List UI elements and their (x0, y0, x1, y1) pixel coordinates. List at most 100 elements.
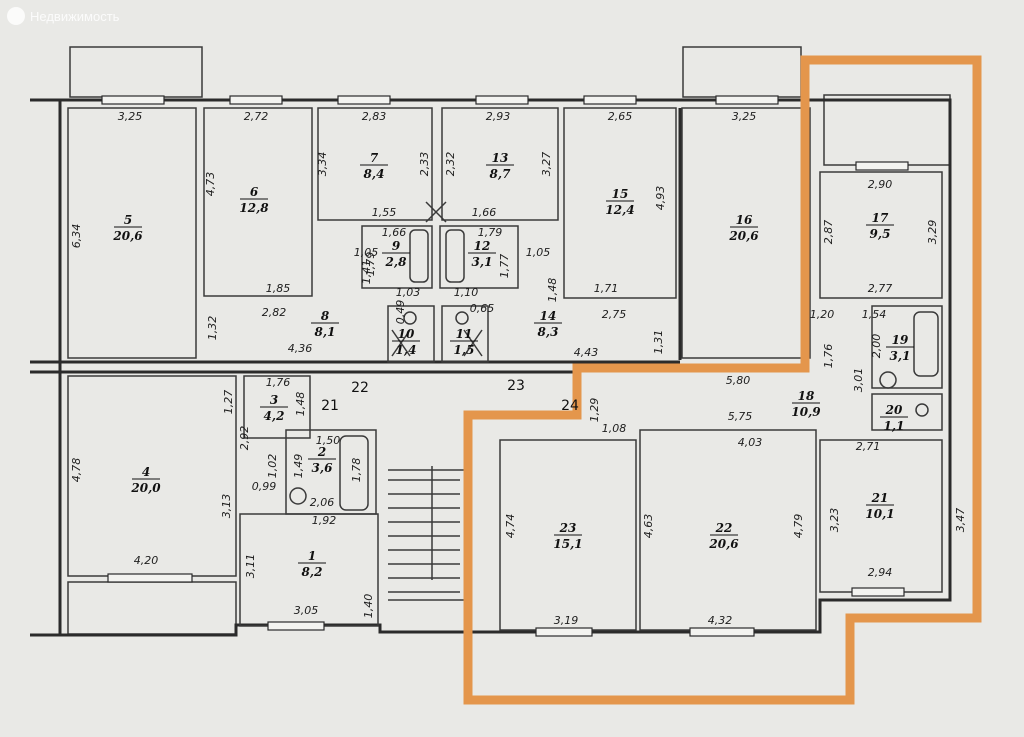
dimension-label: 1,76 (822, 344, 835, 369)
room-number: 19 (892, 333, 909, 347)
bathtub-icon (409, 229, 429, 283)
room-area: 10,1 (865, 507, 894, 521)
room-number: 4 (142, 465, 150, 479)
dimension-label: 2,87 (822, 220, 835, 245)
dimension-label: 1,32 (206, 316, 219, 341)
dimension-label: 3,25 (732, 110, 757, 123)
room-outline-6 (203, 107, 313, 297)
room-area: 1,4 (396, 343, 417, 357)
dimension-label: 2,83 (362, 110, 387, 123)
room-number: 16 (736, 213, 753, 227)
dimension-label: 4,36 (288, 342, 313, 355)
dimension-label: 2,82 (262, 306, 287, 319)
room-number: 5 (124, 213, 132, 227)
dimension-label: 1,78 (350, 458, 363, 483)
dimension-label: 2,93 (486, 110, 511, 123)
room-number: 7 (370, 151, 379, 165)
room-area: 20,6 (112, 229, 143, 243)
dimension-label: 2,94 (868, 566, 893, 579)
shaft-icon (391, 201, 483, 357)
dimension-label: 4,93 (654, 186, 667, 211)
dimension-label: 1,66 (472, 206, 497, 219)
dimension-label: 3,29 (926, 220, 939, 245)
dimension-label: 5,75 (728, 410, 753, 423)
toilet-icon (403, 311, 417, 325)
bathtub-icon (445, 229, 465, 283)
dimension-label: 1,49 (292, 454, 305, 479)
dimension-label: 1,92 (312, 514, 337, 527)
stairs (388, 466, 471, 601)
balcony-top-right (682, 46, 802, 98)
room-area: 12,4 (605, 203, 634, 217)
sink-icon (879, 371, 897, 389)
watermark-logo-icon (7, 7, 25, 25)
room-number: 8 (321, 309, 330, 323)
dimension-label: 1,05 (526, 246, 551, 259)
dimension-label: 2,92 (238, 426, 251, 451)
dimension-label: 1,31 (652, 330, 665, 355)
sink-icon (289, 487, 307, 505)
room-number: 1 (308, 549, 316, 563)
dimension-label: 0,49 (394, 300, 407, 325)
corridor-wall (30, 108, 682, 374)
toilet-icon (915, 403, 929, 417)
dimension-label: 1,50 (316, 434, 341, 447)
room-number: 10 (398, 327, 415, 341)
dimension-label: 1,03 (396, 286, 421, 299)
dimension-label: 1,54 (862, 308, 887, 321)
dimension-label: 2,77 (868, 282, 893, 295)
window (337, 95, 391, 105)
dimension-label: 4,32 (708, 614, 733, 627)
corridor-number: 23 (507, 378, 525, 394)
room-number: 9 (392, 239, 401, 253)
room-area: 3,6 (312, 461, 334, 475)
room-outline-7 (317, 107, 433, 221)
room-area: 9,5 (870, 227, 891, 241)
room-outline-9 (361, 225, 433, 289)
dimension-label: 1,85 (266, 282, 291, 295)
room-labels: 520,6612,878,4138,71512,41620,6179,592,8… (112, 151, 914, 579)
window (475, 95, 529, 105)
room-area: 3,1 (472, 255, 493, 269)
apartment-highlight-outline (463, 55, 982, 705)
room-number: 22 (715, 521, 733, 535)
room-outline-16 (681, 107, 811, 359)
window (855, 161, 909, 171)
bathtub-icon (913, 311, 939, 377)
room-outline-19 (871, 305, 943, 389)
dimension-label: 4,73 (204, 172, 217, 197)
room-outline-17 (819, 171, 943, 299)
dimension-label: 4,74 (504, 514, 517, 539)
corridor-number: 22 (351, 380, 369, 396)
dimension-label: 0,99 (252, 480, 277, 493)
balcony-bottom-left (67, 581, 237, 635)
dimension-label: 2,65 (608, 110, 633, 123)
room-area: 4,2 (264, 409, 285, 423)
room-number: 17 (872, 211, 889, 225)
room-area: 8,1 (315, 325, 336, 339)
dimension-label: 3,27 (540, 152, 553, 177)
room-number: 2 (317, 445, 326, 459)
room-number: 6 (250, 185, 259, 199)
room-area: 20,6 (728, 229, 759, 243)
dimension-label: 2,32 (444, 152, 457, 177)
dimension-label: 3,34 (316, 152, 329, 177)
room-outline-15 (563, 107, 677, 299)
dimension-label: 3,05 (294, 604, 319, 617)
dimension-label: 1,66 (382, 226, 407, 239)
dimension-label: 3,19 (554, 614, 579, 627)
room-outline-11 (441, 305, 489, 363)
room-outline-10 (387, 305, 435, 363)
dimension-label: 4,03 (738, 436, 763, 449)
dimension-label: 5,80 (726, 374, 751, 387)
room-number: 21 (871, 491, 889, 505)
dimension-label: 1,55 (372, 206, 397, 219)
dimension-label: 1,29 (588, 398, 601, 423)
dimension-label: 1,10 (454, 286, 479, 299)
window (107, 573, 193, 583)
room-number: 18 (798, 389, 815, 403)
room-number: 14 (540, 309, 557, 323)
room-area: 12,8 (239, 201, 269, 215)
